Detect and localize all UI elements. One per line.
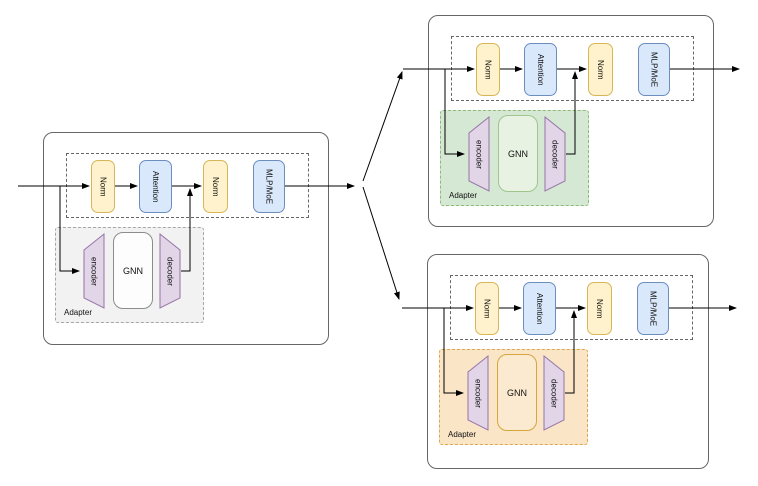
encoder-trapezoid: encoder [83,232,105,309]
branch-to-top-block-arrow [362,71,403,182]
mlp-moe-box: MLP/MoE [253,160,285,213]
gnn-label: GNN [507,387,527,398]
norm-label: Norm [482,298,492,319]
gnn-label: GNN [123,265,143,276]
encoder-label: encoder [89,256,99,286]
decoder-label: decoder [550,139,560,169]
encoder-shape [467,354,489,431]
mlp-moe-box: MLP/MoE [638,43,670,96]
attention-box: Attention [523,282,556,335]
attention-label: Attention [151,170,160,203]
attention-label: Attention [536,53,545,86]
norm-label: Norm [483,59,493,80]
norm-label: Norm [596,59,605,80]
decoder-trapezoid: decoder [159,232,181,309]
norm-box: Norm [587,282,612,335]
encoder-label: encoder [474,139,484,169]
gnn-box: GNN [498,115,538,192]
decoder-shape [544,115,566,192]
branch-to-bottom-block-arrow [362,186,400,300]
decoder-label: decoder [549,378,559,408]
decoder-label: decoder [165,256,175,286]
norm-box: Norm [91,160,115,213]
decoder-shape [543,354,565,431]
norm-box: Norm [588,43,613,96]
gnn-box: GNN [113,232,153,309]
transformer-block-bottom-right: Norm Attention Norm MLP/MoE Adapter enco… [402,254,737,469]
encoder-shape [468,115,490,192]
attention-label: Attention [535,292,544,325]
mlp-moe-label: MLP/MoE [649,51,659,88]
mlp-moe-label: MLP/MoE [648,290,658,327]
mlp-moe-box: MLP/MoE [637,282,669,335]
transformer-block-top-right: Norm Attention Norm MLP/MoE Adapter enco… [403,15,740,227]
encoder-trapezoid: encoder [468,115,490,192]
transformer-block-left: Norm Attention Norm MLP/MoE Adapter enco… [18,132,355,345]
norm-box: Norm [475,282,499,335]
encoder-shape [83,232,105,309]
norm-label: Norm [211,176,220,197]
norm-label: Norm [595,298,604,319]
encoder-trapezoid: encoder [467,354,489,431]
decoder-trapezoid: decoder [544,115,566,192]
decoder-trapezoid: decoder [543,354,565,431]
norm-box: Norm [203,160,228,213]
mlp-moe-label: MLP/MoE [264,168,274,205]
gnn-label: GNN [508,148,528,159]
norm-label: Norm [98,176,108,197]
norm-box: Norm [476,43,500,96]
adapter-label: Adapter [448,430,477,439]
decoder-shape [159,232,181,309]
attention-box: Attention [139,160,172,213]
attention-box: Attention [524,43,557,96]
adapter-label: Adapter [449,191,478,200]
encoder-label: encoder [473,378,483,408]
adapter-label: Adapter [64,308,93,317]
gnn-box: GNN [497,354,537,431]
